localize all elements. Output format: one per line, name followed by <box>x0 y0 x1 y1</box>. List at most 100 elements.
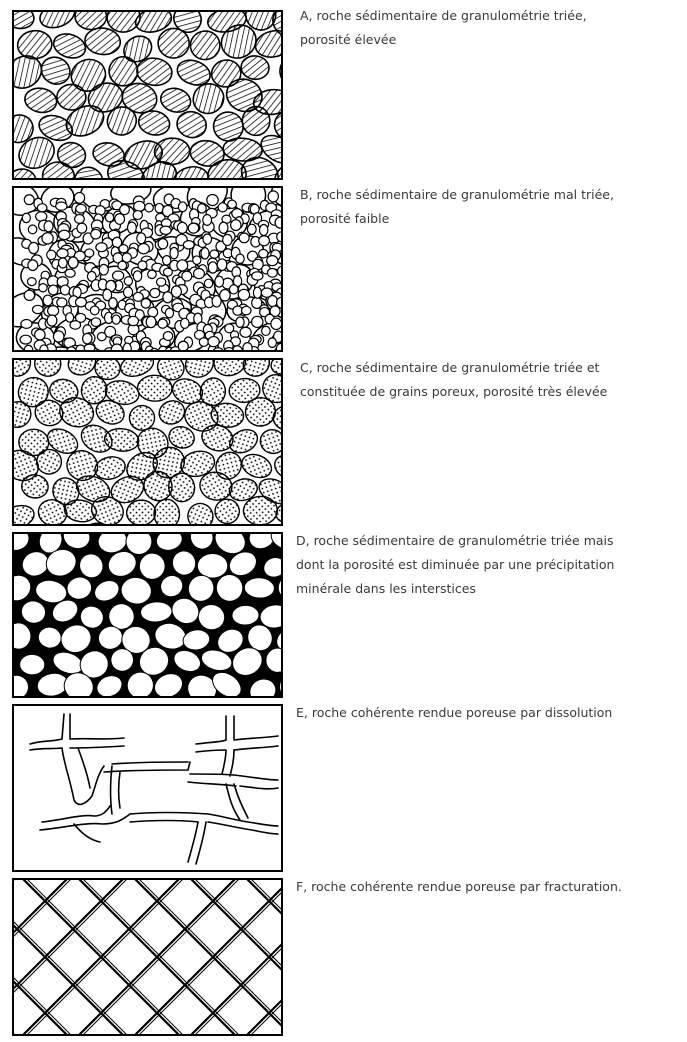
small-grain <box>57 257 68 269</box>
small-grain <box>227 199 237 210</box>
cemented-grain <box>108 603 135 630</box>
small-grain <box>56 297 68 308</box>
small-grain <box>76 222 88 234</box>
cemented-grain <box>182 629 211 651</box>
small-grain <box>242 342 253 352</box>
porous-grain <box>80 522 112 526</box>
small-grain <box>56 248 69 259</box>
cemented-grain <box>217 628 244 653</box>
porous-grain <box>36 448 63 475</box>
cemented-grain <box>276 626 283 652</box>
small-grain <box>121 252 133 263</box>
hatched-grain <box>24 87 58 114</box>
hatched-grain <box>106 106 138 136</box>
small-grain <box>111 314 121 325</box>
small-grain <box>267 294 279 308</box>
small-grain <box>159 225 172 235</box>
small-grain <box>47 305 60 317</box>
fracture-line <box>133 885 283 1036</box>
small-grain <box>235 253 245 265</box>
hatched-grain <box>87 82 124 113</box>
small-grain <box>219 288 231 302</box>
small-grain <box>162 331 174 342</box>
small-grain <box>162 291 174 304</box>
small-grain <box>90 228 102 240</box>
cemented-grain <box>60 624 92 654</box>
cemented-grain <box>94 580 120 602</box>
cemented-grain <box>45 548 77 577</box>
fracture-line <box>12 878 73 939</box>
small-grain <box>140 298 152 309</box>
small-grain <box>23 289 36 302</box>
caption-a: A, roche sédimentaire de granulométrie t… <box>300 4 587 52</box>
cemented-grain <box>20 600 47 624</box>
porous-grain <box>75 475 111 503</box>
porous-grain <box>184 358 214 378</box>
hatched-grain <box>136 57 173 87</box>
fracture-line <box>25 878 185 1036</box>
hatched-grain <box>279 54 283 88</box>
cemented-grain <box>263 557 283 578</box>
hatched-grain <box>189 30 221 61</box>
porous-grain <box>210 402 245 428</box>
cemented-grain <box>79 553 104 579</box>
hatched-grain <box>159 87 192 113</box>
porous-grain <box>259 429 283 455</box>
fracture-line <box>12 878 125 992</box>
hatched-grain <box>273 109 283 143</box>
panel-a-hatched-grains <box>12 10 283 180</box>
small-grain <box>235 316 245 328</box>
small-grain <box>31 304 44 315</box>
cemented-grain <box>171 597 200 625</box>
hatched-grain <box>189 139 225 167</box>
small-grain <box>258 235 271 247</box>
cemented-grain <box>196 552 229 579</box>
cemented-grain <box>107 550 137 577</box>
small-grain <box>267 190 280 203</box>
small-grain <box>20 318 33 329</box>
small-grain <box>90 317 102 328</box>
hatched-grain <box>220 24 257 59</box>
porous-grain <box>104 380 140 406</box>
panel-c-frame <box>12 358 283 526</box>
porous-grain <box>244 396 277 427</box>
cemented-grain <box>248 532 276 550</box>
cemented-grain <box>228 551 257 577</box>
small-grain <box>209 249 220 259</box>
small-grain <box>47 284 59 296</box>
small-grain <box>126 221 137 234</box>
porous-grain <box>180 450 216 478</box>
small-grain <box>266 267 278 278</box>
hatched-grain <box>84 27 122 56</box>
small-grain <box>217 202 228 213</box>
small-grain <box>27 224 38 235</box>
fracture-line <box>245 997 283 1036</box>
small-grain <box>161 204 174 218</box>
hatched-grain <box>192 83 225 115</box>
porous-grain <box>228 478 258 502</box>
porous-grain <box>46 428 79 454</box>
small-grain <box>214 275 225 288</box>
small-grain <box>73 191 86 204</box>
small-grain <box>170 285 182 298</box>
small-grain <box>69 320 82 330</box>
small-grain <box>192 267 205 280</box>
porous-grain <box>228 377 261 404</box>
cemented-grain <box>19 653 46 676</box>
small-grain <box>67 256 79 269</box>
caption-c-line-2: constituée de grains poreux, porosité tr… <box>300 384 608 399</box>
small-grain <box>157 318 168 329</box>
porous-grain <box>187 502 214 526</box>
porous-grain <box>21 474 49 499</box>
cemented-grain <box>66 576 93 600</box>
small-grain <box>193 329 206 340</box>
small-grain <box>133 200 146 212</box>
small-grain <box>137 242 150 255</box>
small-grain <box>196 203 207 214</box>
panel-c-porous-grains <box>12 358 283 526</box>
hatched-grain <box>212 111 244 142</box>
small-grain <box>260 287 274 298</box>
small-grain <box>157 238 169 250</box>
small-grain <box>162 267 173 277</box>
small-grain <box>23 194 35 206</box>
